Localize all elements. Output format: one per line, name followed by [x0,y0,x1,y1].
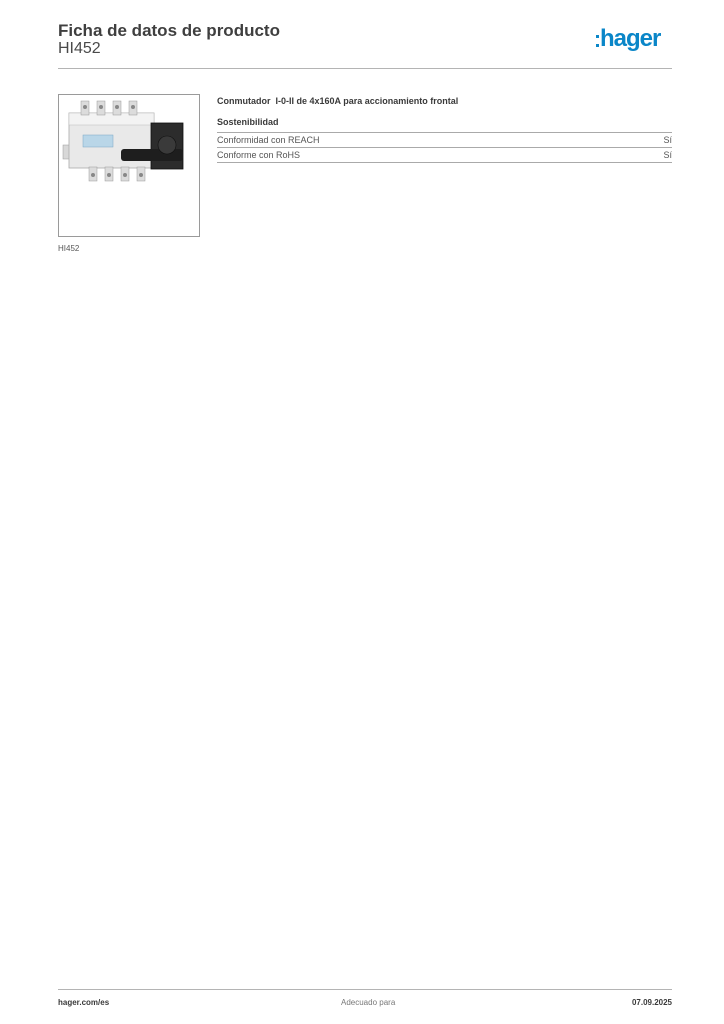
section-heading-sustainability: Sostenibilidad [217,117,279,127]
spec-row-reach: Conformidad con REACH Sí [217,132,672,147]
product-description: Conmutador I-0-II de 4x160A para acciona… [217,96,459,106]
logo-wordmark: hager [600,25,661,52]
footer-divider [58,989,672,990]
spec-table: Conformidad con REACH Sí Conforme con Ro… [217,132,672,163]
spec-label: Conformidad con REACH [217,135,320,145]
product-image [58,94,200,237]
footer-note: Adecuado para [341,998,396,1007]
logo-dots-icon [596,35,599,47]
page-title: Ficha de datos de producto [58,21,280,40]
header-divider [58,68,672,69]
spec-value: Sí [663,135,672,145]
hager-logo: hager [596,26,676,58]
footer-website: hager.com/es [58,998,110,1007]
changeover-switch-icon [62,100,184,182]
image-caption: HI452 [58,244,80,253]
spec-label: Conforme con RoHS [217,150,301,160]
spec-row-rohs: Conforme con RoHS Sí [217,147,672,163]
spec-value: Sí [663,150,672,160]
footer-date: 07.09.2025 [631,998,672,1007]
product-code: HI452 [58,40,101,57]
